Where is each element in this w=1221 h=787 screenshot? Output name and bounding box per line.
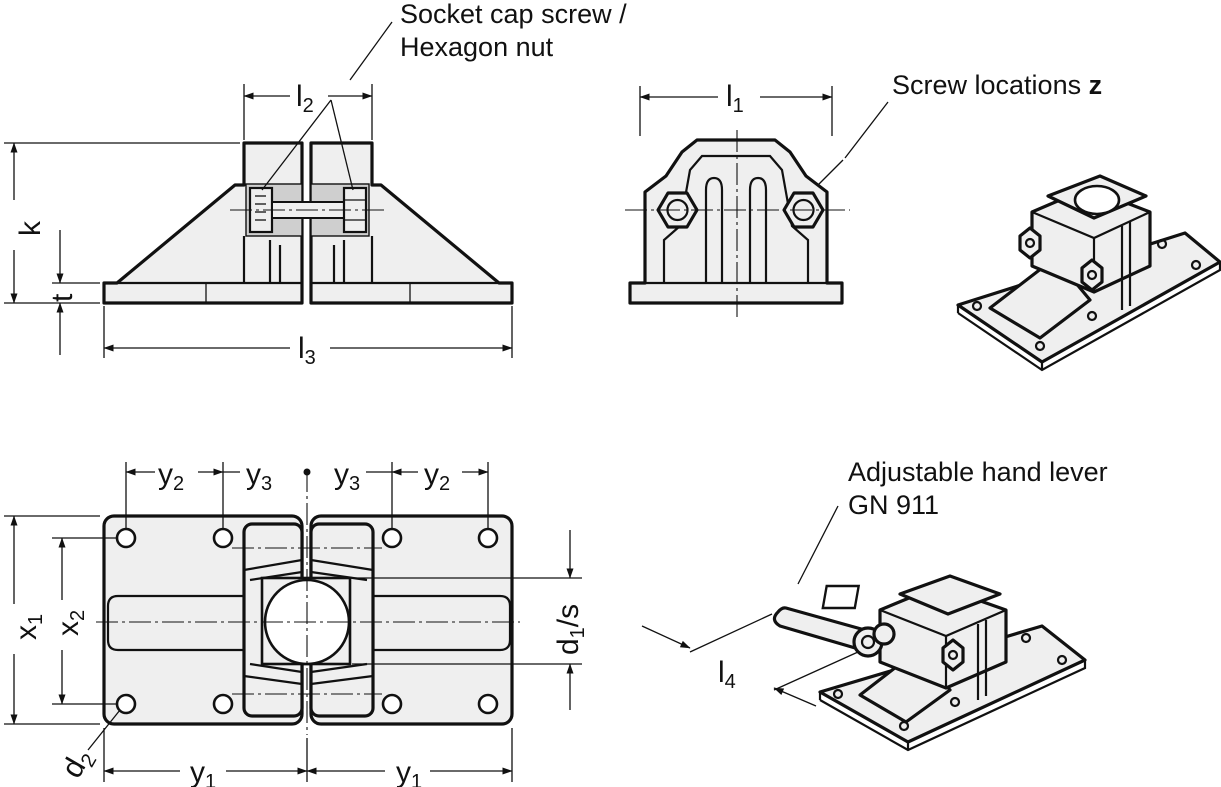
front-view-right-half — [309, 141, 514, 305]
label-gn-911: GN 911 — [848, 490, 939, 520]
iso-view-top — [956, 174, 1221, 372]
dim-x1: x1 — [10, 614, 47, 640]
dim-y3-right: y3 — [334, 458, 360, 495]
side-view-body — [628, 138, 844, 305]
dim-l2: l2 — [296, 80, 314, 117]
dim-k: k — [14, 220, 47, 236]
dim-y1-right: y1 — [396, 756, 422, 787]
front-view — [4, 21, 514, 358]
dim-x2: x2 — [52, 610, 89, 636]
dim-y2-right: y2 — [424, 458, 450, 495]
dim-l3: l3 — [298, 332, 316, 369]
dim-d2: d2 — [55, 743, 101, 786]
front-view-left-half — [102, 141, 304, 305]
dim-y2-left: y2 — [158, 458, 184, 495]
dim-l1: l1 — [726, 80, 744, 117]
dim-l4: l4 — [718, 656, 736, 693]
dim-y1-left: y1 — [190, 756, 216, 787]
dim-t: t — [46, 293, 79, 302]
iso-view-lever — [641, 505, 1087, 752]
plan-view — [4, 462, 582, 782]
label-socket-cap-screw: Socket cap screw / — [400, 0, 627, 29]
label-hand-lever: Adjustable hand lever — [848, 457, 1108, 487]
iso-square-bore — [821, 584, 861, 610]
label-screw-locations: Screw locations z — [892, 70, 1102, 100]
dim-d1-s: d1/s — [552, 604, 589, 655]
dim-y3-left: y3 — [246, 458, 272, 495]
callout-labels: Socket cap screw / Hexagon nut Screw loc… — [400, 0, 1108, 520]
side-view — [625, 86, 889, 318]
label-hexagon-nut: Hexagon nut — [400, 32, 554, 62]
